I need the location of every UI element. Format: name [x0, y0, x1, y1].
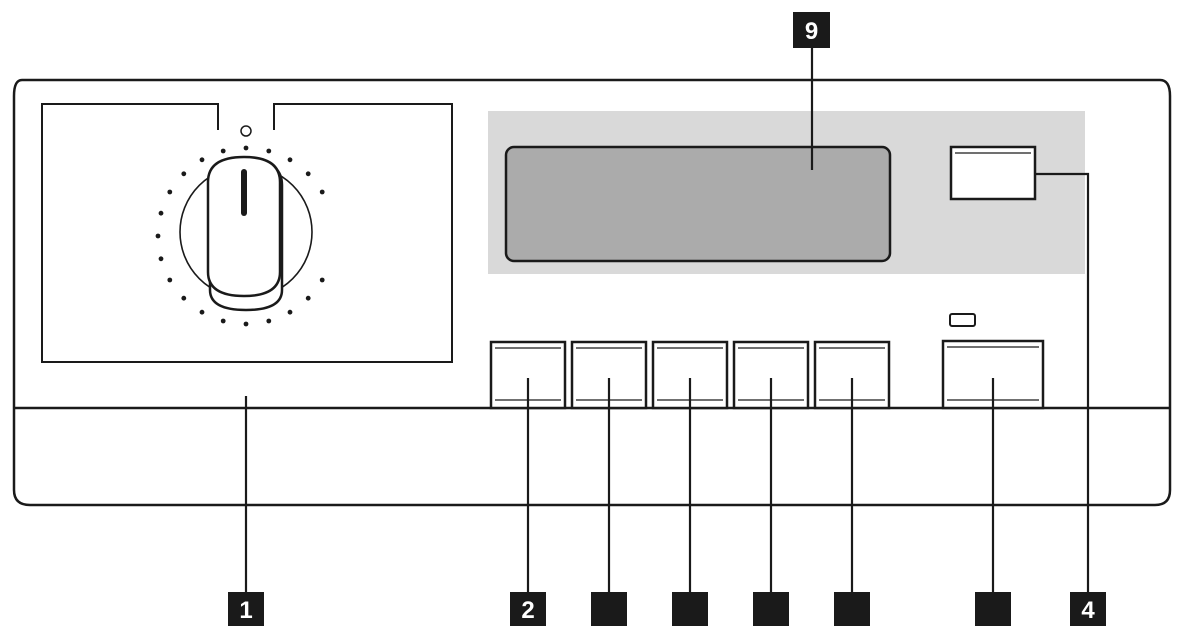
status-indicator-light	[949, 313, 976, 327]
callout-1: 1	[228, 592, 264, 626]
svg-text:1: 1	[239, 597, 252, 624]
dial-tick-dot	[287, 157, 293, 163]
callout-2: 2	[510, 592, 546, 626]
callout-start	[975, 592, 1011, 626]
dial-tick-dot	[305, 295, 311, 301]
knob-grip	[206, 155, 282, 298]
dial-tick-dot	[167, 277, 173, 283]
leader-line-4	[1035, 172, 1090, 592]
svg-text:2: 2	[521, 597, 534, 624]
callout-c	[672, 592, 708, 626]
dial-ticks	[155, 145, 325, 327]
panel-outline	[12, 78, 1172, 507]
dial-tick-dot	[319, 189, 325, 195]
callout-4: 4	[1070, 592, 1106, 626]
dial-tick-dot	[243, 145, 249, 151]
dial-tick-dot	[181, 295, 187, 301]
callout-b	[591, 592, 627, 626]
dial-tick-dot	[199, 157, 205, 163]
dial-tick-dot	[181, 171, 187, 177]
dial-tick-dot	[287, 309, 293, 315]
dial-tick-dot	[167, 189, 173, 195]
dial-tick-dot	[243, 321, 249, 327]
display-screen	[504, 145, 892, 263]
dial-tick-dot	[266, 318, 272, 324]
dial-tick-dot	[158, 256, 164, 262]
top-right-button[interactable]	[949, 145, 1037, 201]
leader-lines	[244, 48, 1090, 592]
dial-tick-dot	[319, 277, 325, 283]
svg-text:4: 4	[1081, 597, 1095, 624]
dial-tick-dot	[199, 309, 205, 315]
dial-tick-dot	[220, 318, 226, 324]
callout-9: 9	[793, 12, 830, 48]
dial-tick-dot	[220, 148, 226, 154]
callout-e	[834, 592, 870, 626]
callout-d	[753, 592, 789, 626]
svg-text:9: 9	[805, 18, 818, 45]
dial-tick-dot	[155, 233, 161, 239]
dial-tick-dot	[266, 148, 272, 154]
program-selector-knob[interactable]	[179, 155, 313, 312]
dial-tick-dot	[158, 210, 164, 216]
dial-tick-dot	[305, 171, 311, 177]
program-selector-frame	[41, 103, 453, 363]
dial-start-marker	[240, 125, 252, 137]
